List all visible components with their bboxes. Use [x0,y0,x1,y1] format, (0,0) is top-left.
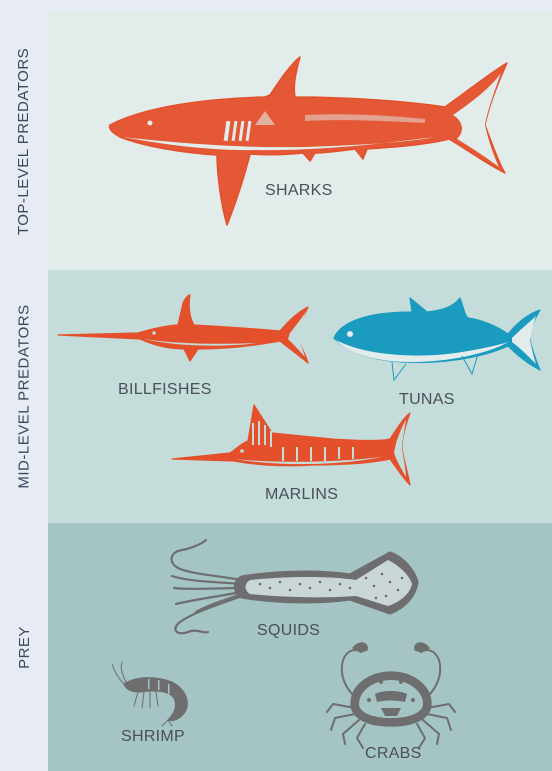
crabs-label: CRABS [365,745,422,763]
marlin-icon [172,403,412,491]
crab-icon [325,638,457,748]
mid-level-section-label: MID-LEVEL PREDATORS [0,270,48,523]
billfishes-label: BILLFISHES [118,381,212,399]
shark-icon [105,55,510,230]
prey-section-label: PREY [0,523,48,771]
marlins-label: MARLINS [265,486,338,504]
shrimp-label: SHRIMP [121,728,185,746]
sharks-label: SHARKS [265,182,333,200]
billfish-icon [58,293,310,373]
top-level-section-label: TOP-LEVEL PREDATORS [0,12,48,270]
squids-label: SQUIDS [257,622,320,640]
tuna-icon [332,290,544,385]
shrimp-icon [112,662,194,726]
